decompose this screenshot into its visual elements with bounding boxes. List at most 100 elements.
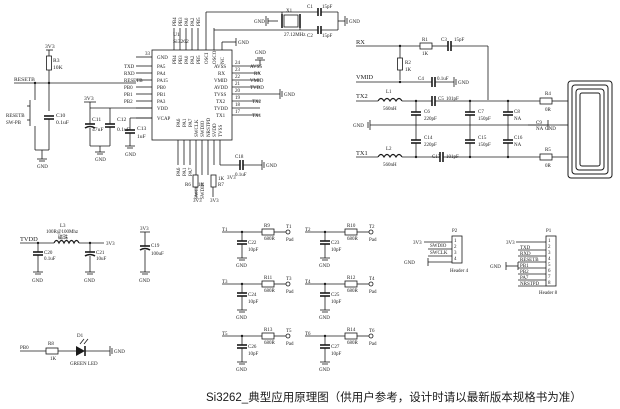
r7-3v3: 3V3: [210, 199, 219, 204]
pad-net-1: T1: [222, 228, 228, 233]
u1-bot-net-3: PA7: [189, 167, 194, 176]
p2-name: Header 4: [450, 269, 469, 274]
tx-filter: TX2 L1 560nH C5 101pF R4 0R C6 220pF C7 …: [353, 90, 568, 169]
u1-bot-name-4: SWCLK: [195, 119, 200, 137]
pad-c-label-3: C24: [248, 293, 257, 298]
gnd-label-c18: GND: [266, 164, 277, 169]
vdd-decoupling: 3V3 C11 47uF C12 0.1uF GND C13 1uF GND: [84, 96, 152, 163]
l2-value: 560nH: [383, 163, 397, 168]
d1-value: GREEN LED: [70, 362, 98, 367]
r6-value: 1K: [198, 183, 205, 188]
r2-label: R2: [405, 61, 411, 66]
p2-pin-swclk: SWCLK: [430, 251, 448, 256]
pad-c-value-2: 10pF: [331, 248, 342, 253]
svg-text:2: 2: [548, 245, 551, 250]
net-3v3-label: 3V3: [45, 44, 55, 50]
u1-rpad-3: VMID: [214, 79, 228, 84]
pad-r-label-4: R12: [347, 276, 356, 281]
svg-text:7: 7: [548, 275, 551, 280]
u1-left-pins: 33 GND PA5 PA4 PA15 PB0 PB1 PA3 VDD VCAP…: [124, 52, 171, 122]
c19-value: 100uF: [151, 252, 164, 257]
u1-bot-name-8: TVSS: [219, 125, 224, 137]
touch-pad-array: T1R9680RT1PadC2210pFGNDT2R10680RT2PadC23…: [222, 224, 377, 373]
r4-value: 0R: [545, 108, 552, 113]
p1-body: [545, 235, 557, 287]
c15-label: C15: [478, 136, 487, 141]
gnd-label-c4: GND: [458, 81, 469, 86]
r5-value: 0R: [545, 164, 552, 169]
svg-text:1: 1: [454, 239, 457, 244]
c6-value: 220pF: [424, 117, 437, 122]
r1-value: 1K: [422, 52, 429, 57]
pad-c-value-1: 10pF: [248, 248, 259, 253]
p2-3v3: 3V3: [413, 241, 422, 246]
pad-terminal-1: [285, 229, 291, 235]
c11-label: C11: [92, 117, 101, 123]
pad-net-6: T6: [305, 332, 311, 337]
tvdd-supply: TVDD L3 100R@100Mhz 磁珠 3V3 C20 0.1uF GND…: [20, 224, 164, 284]
u1-rpad-1: AVSS: [214, 65, 226, 70]
c18-value: 0.1uF: [235, 173, 247, 178]
svg-text:1: 1: [548, 239, 551, 244]
p1-ref: P1: [546, 229, 552, 234]
u1-bot-net-4: SWCLK: [195, 181, 200, 199]
gnd-label-nc: GND: [238, 41, 249, 46]
ic-u1: U1 Si3262 33 GND PA5 PA4 PA15 PB0 PB1 PA…: [124, 17, 295, 204]
svdd-3v3: 3V3: [227, 176, 236, 181]
net-tx1: TX1: [356, 150, 368, 157]
u1-body: [151, 49, 233, 141]
pad-gnd-2: GND: [319, 264, 330, 269]
svg-text:8: 8: [548, 281, 551, 286]
net-avss: AVSS: [250, 65, 262, 70]
net-rx-ic: RX: [254, 72, 261, 77]
pad-terminal-3: [285, 281, 291, 287]
gnd-label-avss: GND: [255, 51, 266, 56]
rx-network: RX R1 1K C3 15pF R2 1K VMID C4 0.1uF GND: [356, 38, 489, 100]
pad-terminal-2: [368, 229, 374, 235]
svg-text:6: 6: [548, 269, 551, 274]
pad-net-3: T3: [222, 280, 228, 285]
c2-label: C2: [307, 34, 313, 39]
u1-pad-name-2: PA4: [157, 72, 166, 77]
led-d1-symbol: [76, 346, 85, 356]
pad-name-2: T2: [369, 225, 375, 230]
c13-label: C13: [137, 126, 147, 132]
l1-label: L1: [386, 90, 392, 95]
u1-top-net-2: PB3: [179, 17, 184, 26]
gnd-label-xtal: GND: [254, 20, 265, 25]
u1-part: Si3262: [173, 39, 189, 45]
l3-value: 100R@100Mhz: [46, 230, 79, 235]
pad-resistor-3: [261, 280, 275, 288]
c16-label: C16: [514, 136, 523, 141]
u1-pin-vdd: VDD: [157, 107, 168, 112]
u1-rpad-7: TVDD: [214, 107, 228, 112]
pad-gnd-3: GND: [236, 316, 247, 321]
u1-ref: U1: [173, 32, 180, 38]
pad-text-3: Pad: [286, 290, 294, 295]
c5-label: C5: [438, 97, 444, 102]
switch-net-label: RESETB: [6, 114, 25, 119]
net-tx1-ic: TX1: [252, 114, 262, 119]
pad-c-label-6: C27: [331, 345, 340, 350]
u1-top-net-5: PB5: [197, 17, 202, 26]
pad-name-6: T6: [369, 329, 375, 334]
gnd-label-tvss: GND: [284, 93, 295, 98]
c20-label: C20: [44, 251, 53, 256]
u1-pin-20: 20: [235, 89, 241, 94]
u1-top-net-3: PA0: [185, 17, 190, 26]
pad-terminal-4: [368, 281, 374, 287]
r4-label: R4: [545, 92, 551, 97]
gnd-label-c21: GND: [84, 279, 95, 284]
pad-name-1: T1: [286, 225, 292, 230]
u1-bot-net-2: PA1: [183, 167, 188, 176]
u1-rpad-5: TVSS: [214, 93, 226, 98]
u1-bottom-pins: PA6 PA1 PA7 SWCLK SWDIO NRSTPD SVDD TVSS…: [177, 117, 224, 199]
u1-right-pins: AVSS RX VMID AVDD TVSS TX2 TVDD TX1 24 2…: [214, 51, 295, 119]
r8-resistor: [45, 347, 59, 355]
u1-pad-name-3: PA15: [157, 79, 168, 84]
x1-label: X1: [286, 9, 293, 14]
pad-net-5: T5: [222, 332, 228, 337]
net-pb0: PB0: [124, 86, 133, 91]
